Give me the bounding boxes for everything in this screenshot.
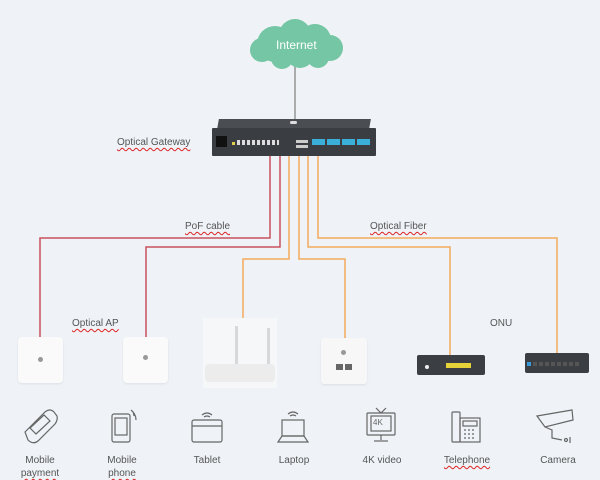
power-port (216, 136, 227, 147)
ethernet-ports (237, 140, 279, 145)
optical-fiber-text: Optical Fiber (370, 221, 427, 232)
uplink-ports (296, 138, 308, 148)
fiber-cable-onu2 (317, 150, 558, 355)
onu-device-1[interactable] (417, 355, 485, 375)
onu-yellow-ports (446, 363, 471, 368)
onu-port (425, 365, 429, 369)
onu-device-2[interactable] (525, 353, 589, 373)
tv-4k-badge: 4K (373, 418, 383, 427)
antenna-left (235, 326, 238, 368)
endpoint-label-text: Telephone (443, 455, 491, 466)
endpoint-label-mobile-phone: Mobile phone (82, 454, 162, 480)
endpoint-label-line1: Mobile (25, 455, 55, 466)
pof-cable-1 (39, 150, 271, 338)
pof-cable-label: PoF cable (185, 221, 230, 232)
optical-gateway-label: Optical Gateway (117, 137, 191, 148)
pof-cable-text: PoF cable (185, 221, 231, 232)
internet-label: Internet (276, 38, 317, 52)
rj45-ports (336, 364, 352, 370)
gateway-logo (290, 121, 297, 124)
optical-ap-1[interactable] (18, 337, 63, 383)
antenna-right (267, 328, 270, 370)
endpoint-label-line2: phone (108, 468, 136, 479)
pof-cable-2 (145, 150, 281, 338)
huawei-logo-icon (38, 357, 43, 362)
onu-blue-port (527, 362, 531, 366)
onu-label: ONU (490, 318, 513, 329)
endpoint-label-camera: Camera (540, 455, 576, 466)
endpoint-label-tablet: Tablet (193, 455, 221, 466)
optical-ap-label: Optical AP (72, 318, 119, 329)
fiber-cable-onu1 (307, 150, 451, 355)
fiber-cable-panel (298, 150, 346, 340)
router-body (205, 364, 275, 382)
huawei-logo-icon (341, 350, 346, 355)
onu-ports (533, 362, 581, 366)
optical-fiber-label: Optical Fiber (370, 221, 427, 232)
huawei-logo-icon (143, 355, 148, 360)
endpoint-label-telephone: Telephone (427, 454, 507, 467)
endpoint-label-line1: Mobile (107, 455, 137, 466)
endpoint-label-line2: payment (20, 468, 60, 479)
status-led (232, 142, 235, 145)
endpoint-label-4k-video: 4K video (362, 455, 402, 466)
fiber-ports (312, 139, 372, 145)
optical-ap-2[interactable] (123, 337, 168, 383)
optical-gateway-device[interactable] (212, 119, 376, 156)
fiber-cable-router (242, 150, 290, 365)
endpoint-label-mobile-payment: Mobile payment (0, 454, 80, 480)
wall-panel-ap[interactable] (321, 338, 367, 384)
endpoint-label-laptop: Laptop (278, 455, 310, 466)
wifi-router[interactable] (203, 318, 277, 388)
